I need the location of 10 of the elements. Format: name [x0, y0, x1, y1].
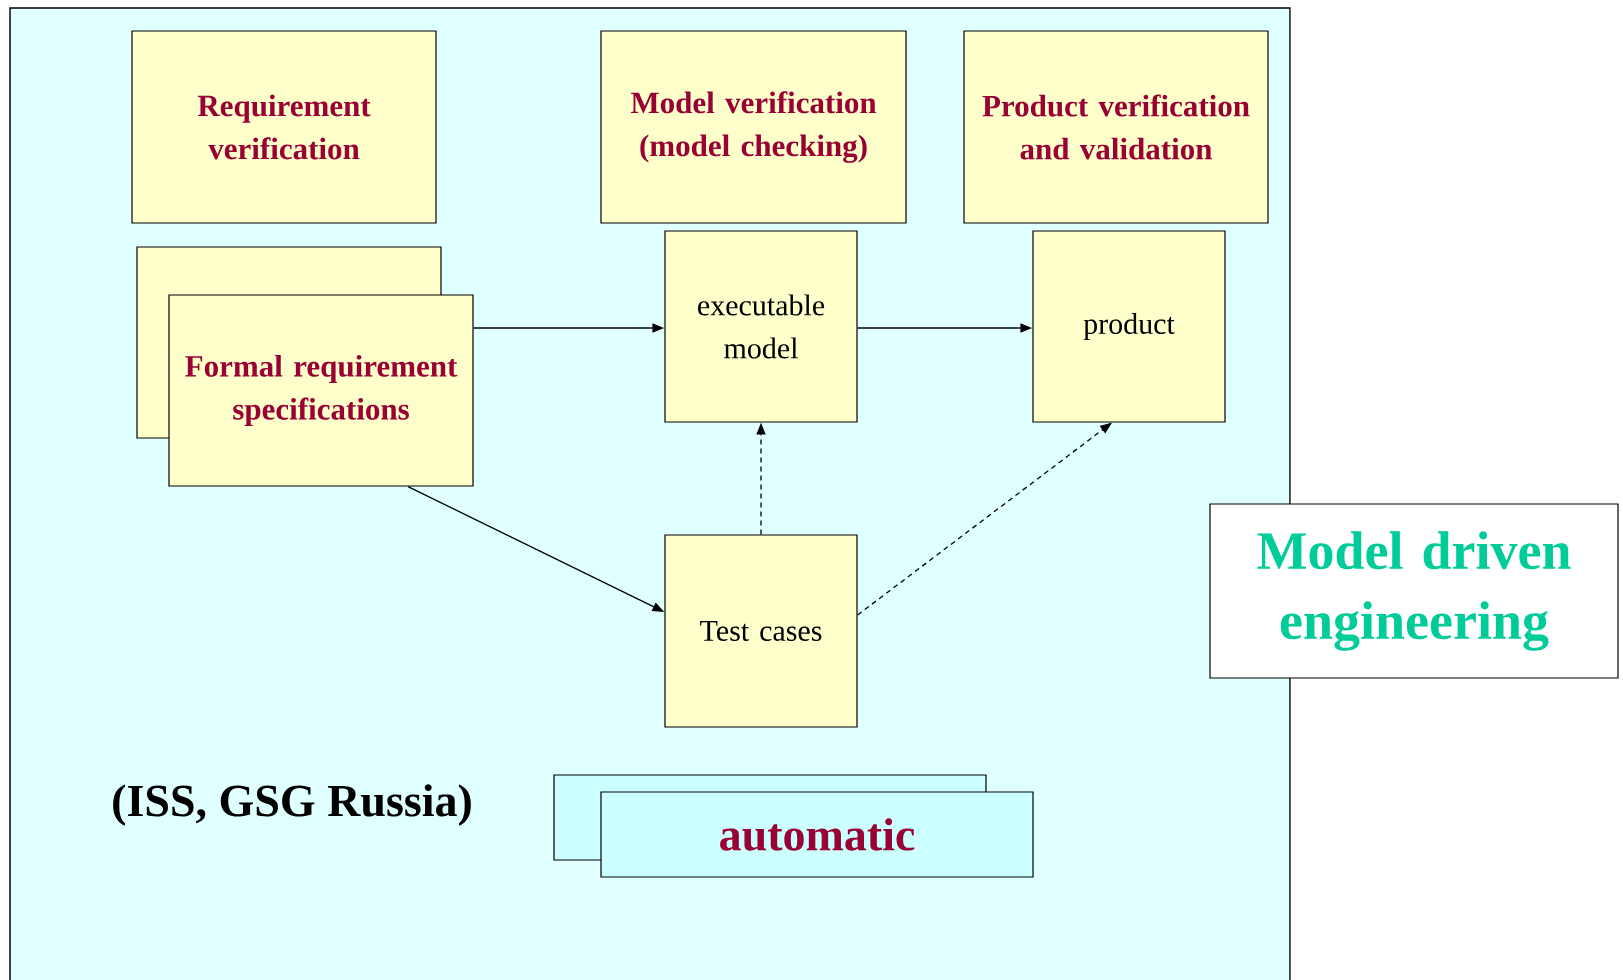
stacked-label-box: automatic: [553, 774, 1034, 878]
title-box: Model driven engineering: [1209, 503, 1619, 679]
process-box: executable model: [664, 230, 858, 423]
doc-box: Product verification and validation: [963, 30, 1269, 224]
process-box: product: [1032, 230, 1226, 423]
process-box: Test cases: [664, 534, 858, 728]
doc-box: Requirement verification: [131, 30, 437, 224]
stacked-doc-box: Formal requirement specifications: [136, 246, 474, 487]
group-label: (ISS, GSG Russia): [113, 784, 471, 826]
doc-box: Model verification (model checking): [600, 30, 907, 224]
